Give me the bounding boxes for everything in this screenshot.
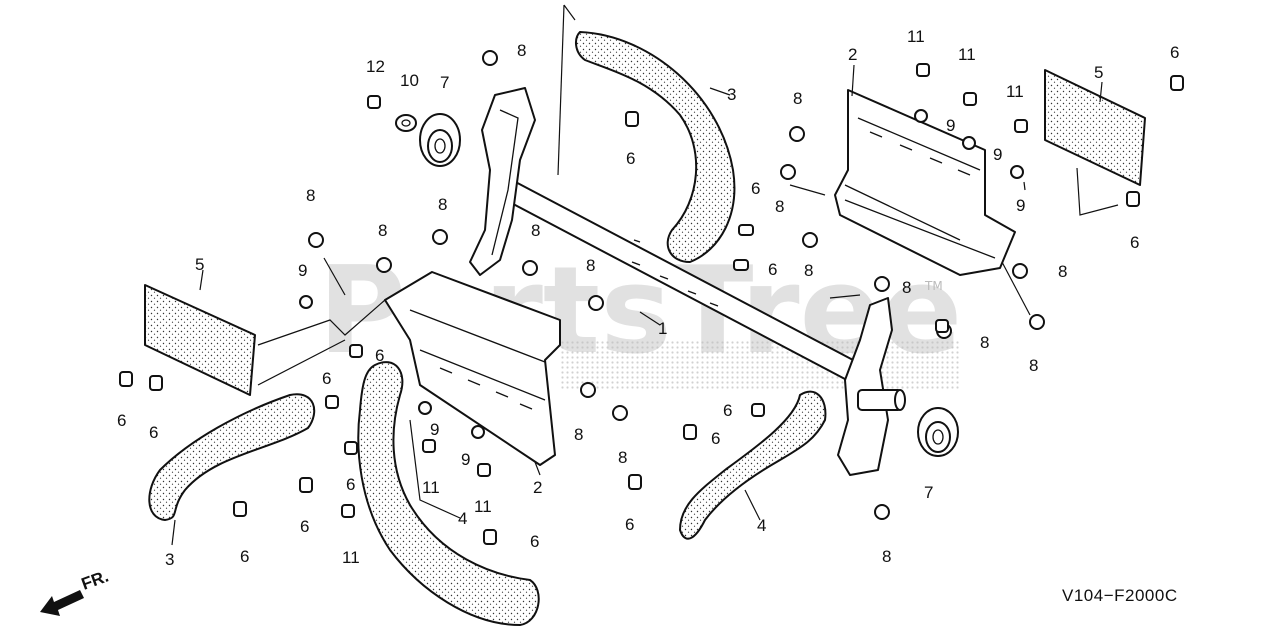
callout-6: 6 xyxy=(375,346,384,365)
callout-6: 6 xyxy=(149,423,158,442)
callout-5-right: 5 xyxy=(1094,63,1103,82)
callout-8: 8 xyxy=(804,261,813,280)
pad-left xyxy=(144,284,256,396)
callout-4-right: 4 xyxy=(757,516,766,535)
bearing-top xyxy=(419,113,461,167)
auger-blade-top xyxy=(575,31,736,263)
callout-6: 6 xyxy=(1170,43,1179,62)
callout-6: 6 xyxy=(768,260,777,279)
callout-11: 11 xyxy=(1006,82,1024,101)
callout-6: 6 xyxy=(300,517,309,536)
callout-9: 9 xyxy=(1016,196,1025,215)
callout-11: 11 xyxy=(907,27,925,46)
callout-8: 8 xyxy=(438,195,447,214)
fasteners xyxy=(119,50,1184,545)
callout-8: 8 xyxy=(882,547,891,566)
callout-6: 6 xyxy=(240,547,249,566)
callout-7: 7 xyxy=(924,483,933,502)
callout-9: 9 xyxy=(993,145,1002,164)
callout-8: 8 xyxy=(517,41,526,60)
callout-11: 11 xyxy=(342,548,360,567)
diagram-code: V104−F2000C xyxy=(1062,586,1178,605)
callout-4-center: 4 xyxy=(458,509,467,528)
callout-9: 9 xyxy=(430,420,439,439)
blade-holder-right xyxy=(837,297,906,476)
callout-6: 6 xyxy=(711,429,720,448)
callout-11: 11 xyxy=(474,497,492,516)
callout-8: 8 xyxy=(306,186,315,205)
watermark-trademark: TM xyxy=(924,279,943,293)
callout-8: 8 xyxy=(531,221,540,240)
callout-8: 8 xyxy=(378,221,387,240)
scraper-bar-center xyxy=(384,271,561,466)
callout-8: 8 xyxy=(793,89,802,108)
callout-5-left: 5 xyxy=(195,255,204,274)
pad-right xyxy=(1044,69,1146,186)
callout-2-top: 2 xyxy=(848,45,857,64)
callout-6: 6 xyxy=(723,401,732,420)
callout-7: 7 xyxy=(440,73,449,92)
callout-6: 6 xyxy=(626,149,635,168)
callout-9: 9 xyxy=(946,116,955,135)
auger-blade-right xyxy=(679,390,827,540)
front-indicator-label: FR. xyxy=(79,567,111,594)
callout-6: 6 xyxy=(530,532,539,551)
callout-12: 12 xyxy=(366,57,385,76)
auger-blade-left xyxy=(148,393,316,521)
callout-10: 10 xyxy=(400,71,419,90)
bearing-right xyxy=(917,407,959,457)
callout-6: 6 xyxy=(625,515,634,534)
callout-9: 9 xyxy=(298,261,307,280)
auger-blade-center xyxy=(357,361,540,626)
callout-11: 11 xyxy=(958,45,976,64)
front-arrow: FR. xyxy=(40,567,111,616)
callout-8: 8 xyxy=(902,278,911,297)
callout-3-left: 3 xyxy=(165,550,174,569)
callout-6: 6 xyxy=(117,411,126,430)
leader-lines xyxy=(171,4,1119,546)
callout-1: 1 xyxy=(658,319,667,338)
callout-6: 6 xyxy=(346,475,355,494)
callout-labels: 1 2 2 3 3 4 4 5 5 6 6 6 6 6 6 6 6 6 6 6 … xyxy=(117,27,1179,569)
callout-8: 8 xyxy=(574,425,583,444)
callout-8: 8 xyxy=(618,448,627,467)
callout-6: 6 xyxy=(751,179,760,198)
callout-8: 8 xyxy=(1058,262,1067,281)
callout-8: 8 xyxy=(586,256,595,275)
blade-holder-left xyxy=(469,87,536,276)
washer-10 xyxy=(395,114,417,132)
callout-11: 11 xyxy=(422,478,440,497)
callout-8: 8 xyxy=(1029,356,1038,375)
callout-8: 8 xyxy=(775,197,784,216)
scraper-bar-top xyxy=(834,89,1016,276)
callout-6: 6 xyxy=(322,369,331,388)
callout-9: 9 xyxy=(461,450,470,469)
callout-3-top: 3 xyxy=(727,85,736,104)
callout-2-center: 2 xyxy=(533,478,542,497)
callout-8: 8 xyxy=(980,333,989,352)
callout-6: 6 xyxy=(1130,233,1139,252)
